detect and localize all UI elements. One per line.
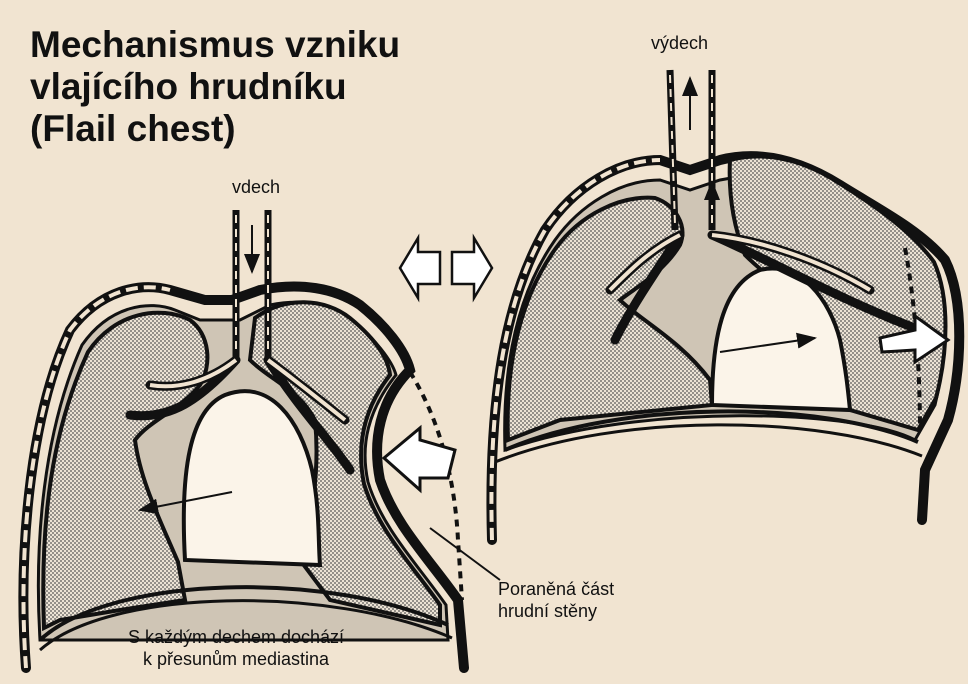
caption-line-1: S každým dechem dochází (86, 626, 386, 648)
title-line-1: Mechanismus vzniku (30, 24, 400, 66)
title-line-2: vlajícího hrudníku (30, 66, 400, 108)
exhale-figure (491, 70, 959, 540)
cycle-arrows (400, 238, 492, 298)
injury-label-line-1: Poraněná část (498, 578, 614, 600)
title-line-3: (Flail chest) (30, 108, 400, 150)
injury-label: Poraněná část hrudní stěny (498, 578, 614, 622)
inward-movement-arrow (384, 428, 455, 490)
injury-label-line-2: hrudní stěny (498, 600, 614, 622)
caption-line-2: k přesunům mediastina (86, 648, 386, 670)
exhale-label: výdech (651, 32, 708, 54)
right-outline-arrow (452, 238, 492, 298)
caption: S každým dechem dochází k přesunům media… (86, 626, 386, 670)
inhale-label: vdech (232, 176, 280, 198)
diagram-title: Mechanismus vzniku vlajícího hrudníku (F… (30, 24, 400, 150)
left-outline-arrow (400, 238, 440, 298)
